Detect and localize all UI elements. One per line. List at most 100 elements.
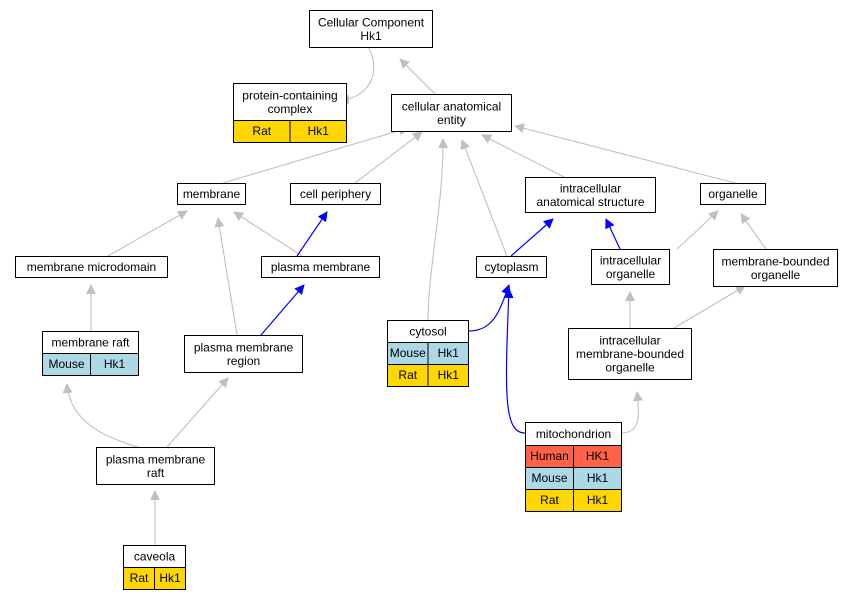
node-box (713, 249, 838, 287)
edge-gray-19 (620, 391, 644, 434)
node-label: protein-containing (242, 88, 337, 102)
edge-gray-10 (214, 217, 238, 336)
node-organelle[interactable]: organelle (700, 183, 766, 205)
edge-gray-5 (460, 139, 508, 257)
node-label: anatomical structure (536, 195, 644, 209)
node-label: membrane microdomain (27, 260, 156, 274)
edge-gray-0 (339, 44, 375, 105)
species-label: Mouse (531, 471, 567, 485)
node-box (568, 328, 692, 380)
node-membrane[interactable]: membrane (177, 183, 246, 205)
node-label: organelle (708, 187, 758, 201)
edge-gray-17 (62, 383, 141, 449)
node-box (184, 335, 303, 373)
edge-blue-24 (510, 218, 554, 257)
node-label: membrane raft (51, 336, 130, 350)
edge-gray-16 (166, 377, 229, 448)
gene-cell (154, 567, 186, 590)
node-label: raft (147, 466, 165, 480)
species-label: Mouse (390, 346, 426, 360)
edge-blue-25 (605, 218, 621, 250)
edge-gray-1 (399, 58, 436, 95)
node-box (96, 447, 215, 485)
node-label: plasma membrane (271, 260, 371, 274)
species-label: Rat (540, 493, 559, 507)
node-label: cytoplasm (484, 260, 538, 274)
node-label: Hk1 (360, 29, 382, 43)
node-label: intracellular (599, 334, 660, 348)
edge-gray-8 (107, 210, 188, 257)
gene-label: Hk1 (104, 357, 126, 371)
node-label: membrane-bounded (576, 347, 684, 361)
nodes: Cellular ComponentHk1protein-containingc… (15, 10, 838, 590)
node-label: region (227, 354, 260, 368)
edge-gray-7 (514, 123, 736, 184)
node-label: cell periphery (300, 187, 371, 201)
node-box (177, 183, 246, 205)
node-label: plasma membrane (194, 340, 294, 354)
gene-cell (427, 364, 469, 387)
node-label: Cellular Component (318, 15, 425, 29)
edge-gray-13 (740, 213, 767, 250)
gene-label: Hk1 (308, 124, 330, 138)
gene-cell (289, 120, 347, 143)
edge-gray-9 (233, 211, 303, 257)
node-box (525, 177, 656, 213)
node-membrane-microdomain[interactable]: membrane microdomain (15, 256, 168, 278)
node-label: organelle (751, 268, 801, 282)
species-label: Human (530, 449, 569, 463)
node-label: entity (437, 113, 466, 127)
node-box (476, 256, 547, 278)
node-box (290, 183, 381, 205)
node-label: intracellular (560, 181, 621, 195)
node-box (591, 249, 670, 285)
edges (62, 44, 767, 545)
node-label: mitochondrion (536, 427, 611, 441)
node-cytoplasm[interactable]: cytoplasm (476, 256, 547, 278)
edge-gray-15 (673, 285, 746, 329)
gene-label: Hk1 (438, 346, 460, 360)
gene-label: Hk1 (587, 493, 609, 507)
node-plasma-membrane[interactable]: plasma membrane (261, 256, 380, 278)
node-cell-periphery[interactable]: cell periphery (290, 183, 381, 205)
node-label: intracellular (600, 253, 661, 267)
gene-cell (90, 353, 139, 376)
gene-cell (573, 489, 622, 512)
gene-label: HK1 (586, 449, 610, 463)
edge-blue-20 (296, 211, 328, 257)
species-label: Rat (130, 571, 149, 585)
species-label: Rat (398, 368, 417, 382)
edge-blue-23 (503, 288, 526, 434)
node-label: caveola (134, 550, 176, 564)
species-label: Rat (252, 124, 271, 138)
gene-label: Hk1 (159, 571, 181, 585)
node-label: membrane-bounded (721, 254, 829, 268)
node-label: cytosol (409, 325, 446, 339)
node-label: cellular anatomical (402, 99, 501, 113)
edge-gray-12 (676, 210, 719, 250)
node-label: complex (268, 102, 313, 116)
node-box (391, 94, 512, 132)
edge-blue-22 (467, 284, 511, 332)
node-box (261, 256, 380, 278)
node-box (233, 83, 347, 121)
node-box (15, 256, 168, 278)
species-label: Mouse (48, 357, 84, 371)
node-box (700, 183, 766, 205)
node-label: plasma membrane (106, 452, 206, 466)
node-label: organelle (606, 267, 656, 281)
edge-gray-6 (481, 134, 565, 178)
